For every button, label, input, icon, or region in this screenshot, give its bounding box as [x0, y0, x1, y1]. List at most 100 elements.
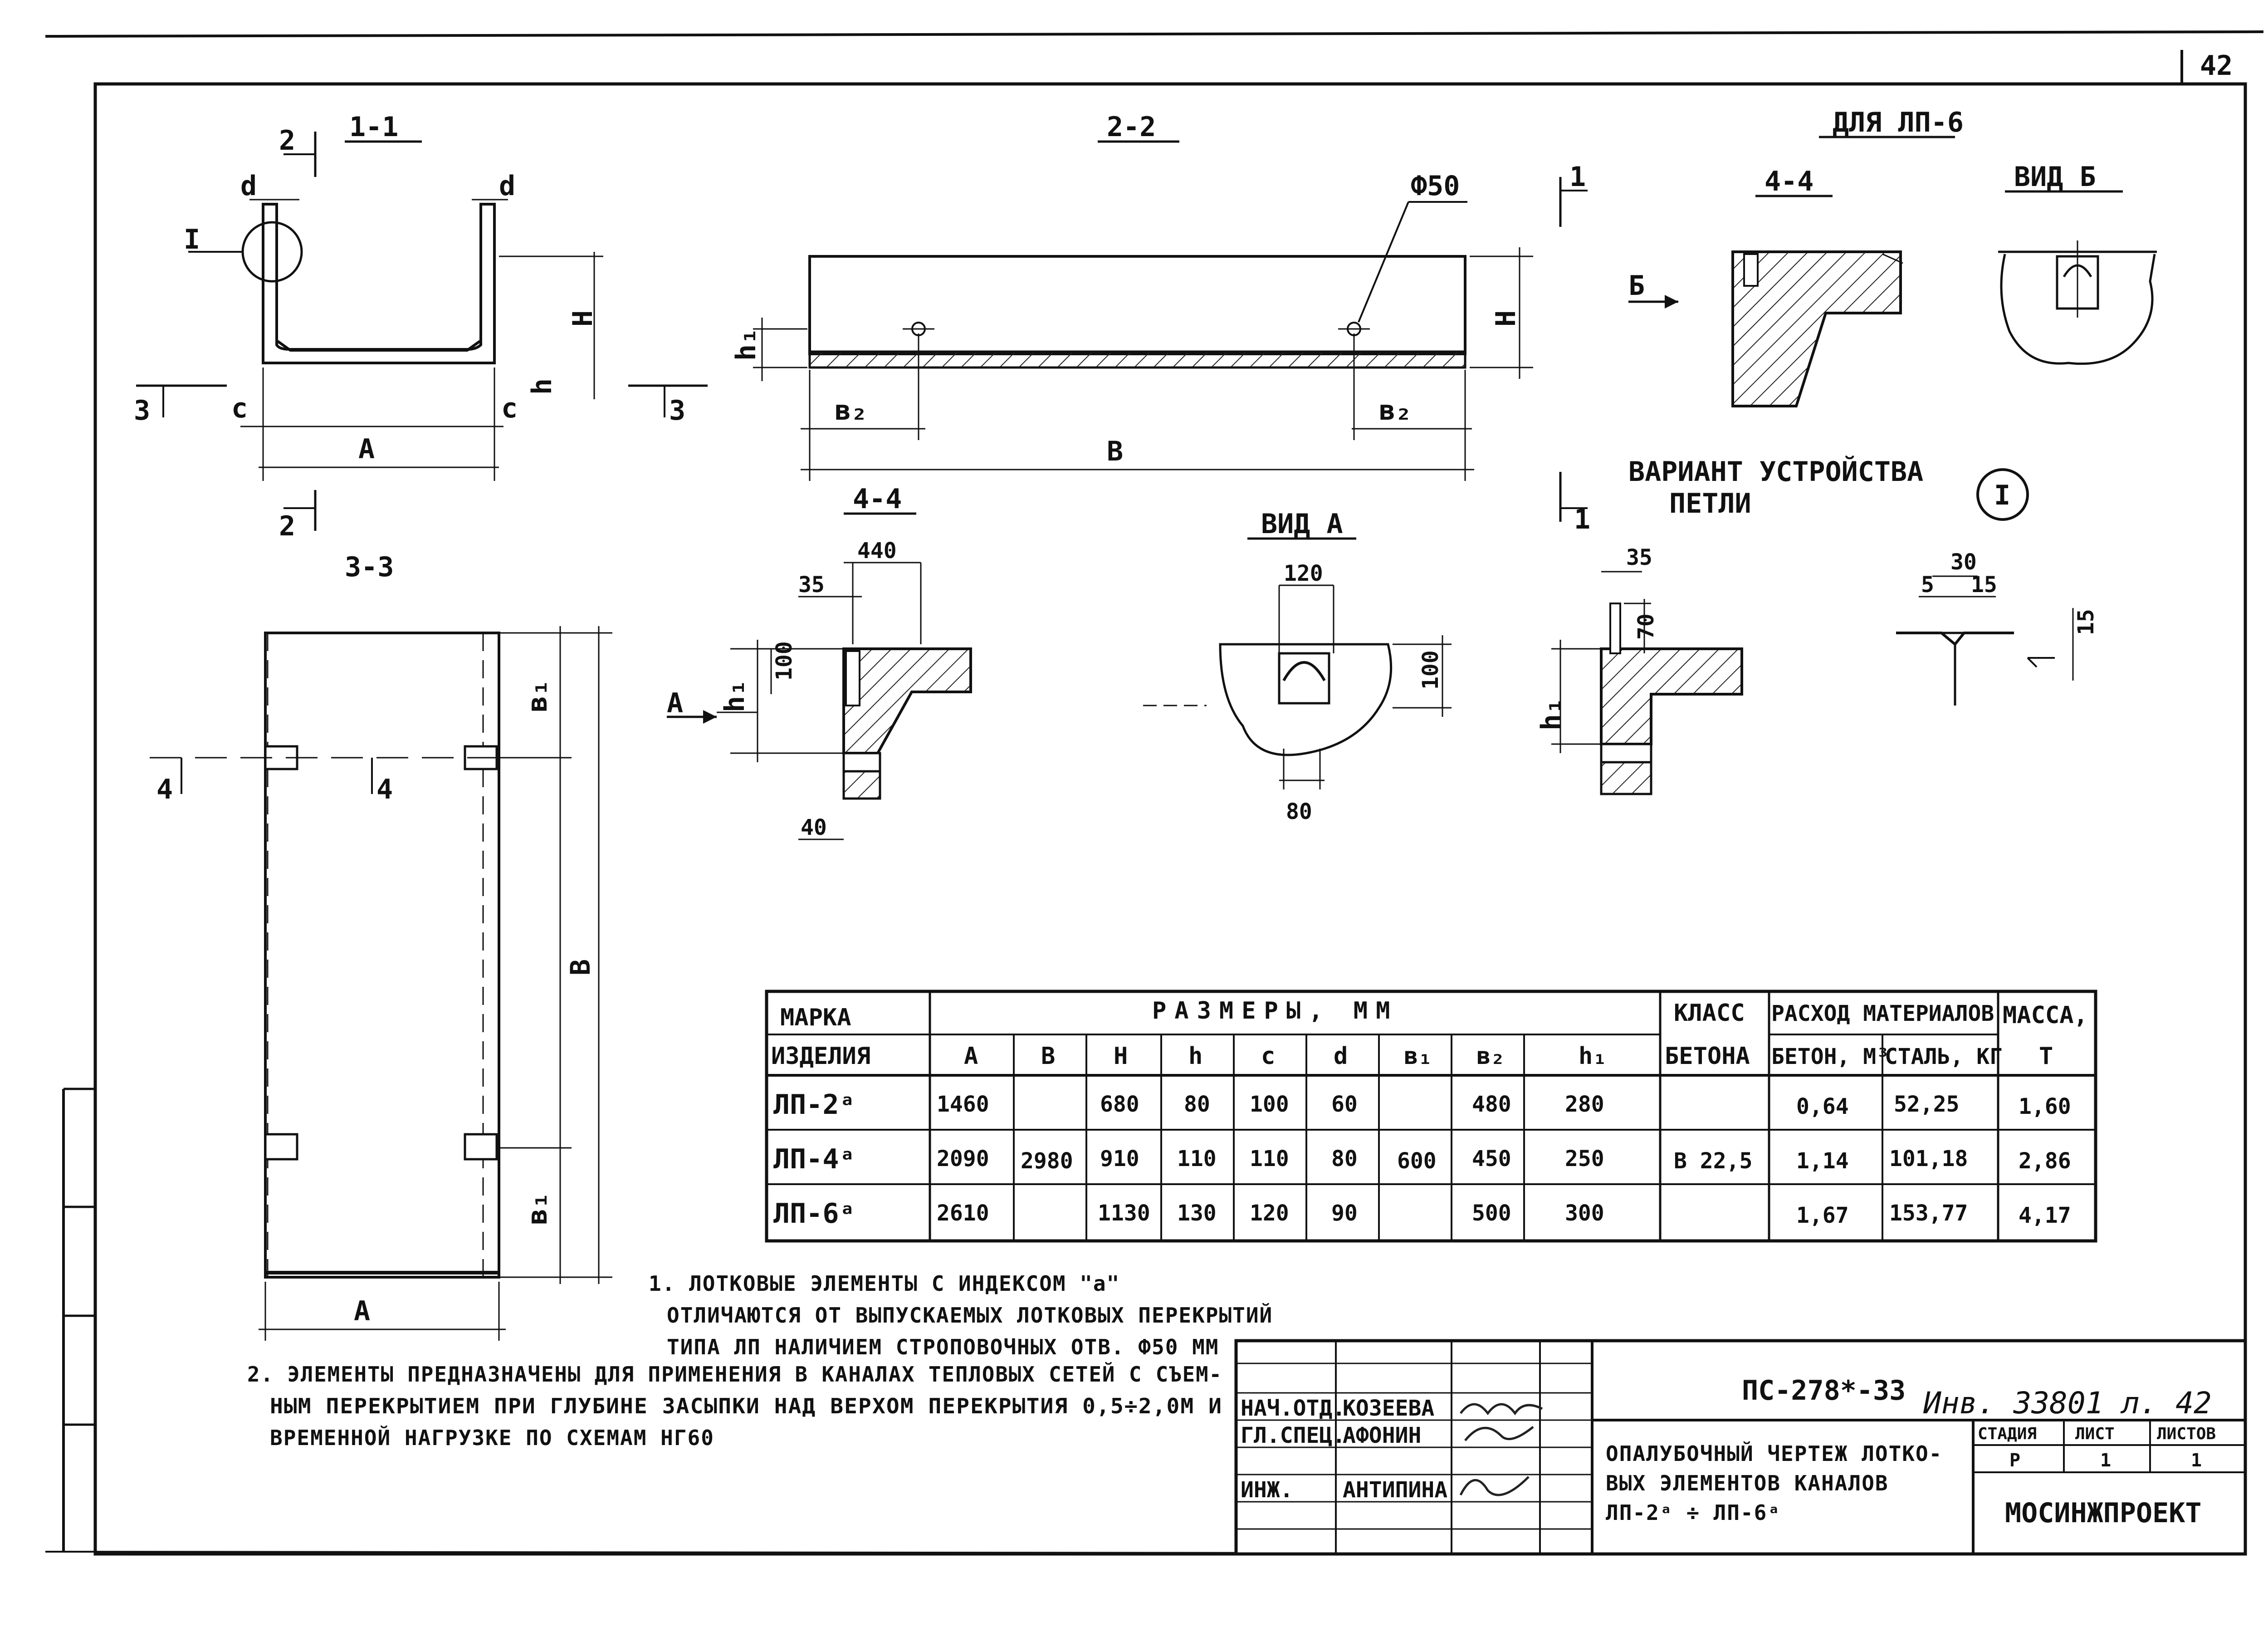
th-sizes: РАЗМЕРЫ, ММ — [1152, 997, 1398, 1024]
cell-h-3: 130 — [1177, 1201, 1217, 1226]
dim-b1-top: в₁ — [522, 680, 553, 712]
cut-1-bottom: 1 — [1574, 504, 1590, 535]
section-4-4: 4-4 h₁ 100 А 440 35 40 — [667, 483, 972, 840]
detail-i-mark: I — [1994, 480, 2010, 511]
th-b1: в₁ — [1404, 1043, 1432, 1070]
dim-30: 30 — [1950, 549, 1977, 575]
dim-d-left: d — [240, 170, 257, 202]
cell-c-2: 110 — [1250, 1146, 1289, 1171]
lp6-details: ДЛЯ ЛП-6 1 1 4-4 Б ВИД Б ВАРИАНТ УСТРОЙС… — [1559, 107, 2157, 535]
dim-15-top: 15 — [1971, 572, 1997, 598]
dim-c-left: c — [231, 392, 248, 424]
dim-b2-left: в₂ — [835, 395, 867, 426]
section-3-3-title: 3-3 — [345, 551, 394, 583]
note-1-line-2: ОТЛИЧАЮТСЯ ОТ ВЫПУСКАЕМЫХ ЛОТКОВЫХ ПЕРЕК… — [667, 1303, 1273, 1328]
cell-b1-shared: 600 — [1397, 1148, 1437, 1174]
dim-b1-bottom: в₁ — [522, 1192, 553, 1225]
doc-title-3: ЛП-2ᵃ ÷ ЛП-6ᵃ — [1606, 1500, 1781, 1525]
section-1-lp6: h₁ 35 70 — [1535, 545, 1743, 795]
section-1-1-title: 1-1 — [349, 111, 398, 143]
th-mark-1: МАРКА — [780, 1004, 851, 1031]
dim-h1-22: h₁ — [730, 328, 762, 361]
doc-code: ПС-278*-33 — [1742, 1375, 1906, 1406]
th-consumption: РАСХОД МАТЕРИАЛОВ — [1771, 1001, 1994, 1026]
variant-title-1: ВАРИАНТ УСТРОЙСТВА — [1628, 455, 1923, 488]
cell-d-2: 80 — [1331, 1146, 1358, 1171]
cut-4-mid: 4 — [376, 774, 393, 805]
organization: МОСИНЖПРОЕКТ — [2005, 1497, 2201, 1529]
dim-35-lp6: 35 — [1626, 545, 1652, 570]
dim-d-right: d — [499, 170, 515, 202]
cell-h1-2: 250 — [1565, 1146, 1604, 1171]
dim-A-top: A — [358, 433, 375, 465]
arrow-a-label: А — [667, 687, 683, 719]
cell-B-shared: 2980 — [1021, 1148, 1073, 1174]
cell-mass-2: 2,86 — [2019, 1148, 2071, 1174]
note-2-line-1: 2. ЭЛЕМЕНТЫ ПРЕДНАЗНАЧЕНЫ ДЛЯ ПРИМЕНЕНИЯ… — [247, 1362, 1222, 1387]
name-3: АНТИПИНА — [1343, 1477, 1447, 1503]
cell-steel-2: 101,18 — [1889, 1146, 1968, 1171]
page-number: 42 — [2200, 50, 2233, 82]
dim-A-33: A — [354, 1295, 370, 1327]
dim-80-va: 80 — [1286, 799, 1312, 824]
cell-steel-1: 52,25 — [1894, 1092, 1960, 1117]
dim-100-44: 100 — [772, 641, 797, 681]
cell-class-shared: В 22,5 — [1674, 1148, 1752, 1174]
th-h: h — [1188, 1043, 1202, 1070]
th-d: d — [1334, 1043, 1348, 1070]
dim-c-right: c — [501, 392, 518, 424]
for-lp6-title: ДЛЯ ЛП-6 — [1833, 107, 1964, 138]
role-3: ИНЖ. — [1241, 1477, 1293, 1503]
cut-2-top: 2 — [279, 125, 295, 157]
view-b-title: ВИД Б — [2014, 161, 2096, 193]
th-h1: h₁ — [1579, 1043, 1607, 1070]
th-class-1: КЛАСС — [1674, 1000, 1745, 1027]
cell-concrete-1: 0,64 — [1796, 1094, 1849, 1119]
role-1: НАЧ.ОТД. — [1241, 1396, 1345, 1421]
dim-15-right: 15 — [2073, 609, 2099, 635]
section-2-2: 2-2 Ф50 H h₁ в₂ в₂ B — [730, 111, 1533, 481]
cell-d-1: 60 — [1331, 1092, 1358, 1117]
dim-35-44: 35 — [798, 572, 825, 598]
th-concrete: БЕТОН, М³ — [1771, 1044, 1889, 1069]
cell-A-3: 2610 — [937, 1201, 989, 1226]
dim-100-va: 100 — [1418, 650, 1443, 690]
arrow-b: Б — [1628, 270, 1645, 302]
dim-70: 70 — [1633, 613, 1659, 640]
section-4-4-lp6-title: 4-4 — [1765, 166, 1813, 197]
th-c: c — [1261, 1043, 1275, 1070]
role-2: ГЛ.СПЕЦ. — [1241, 1423, 1345, 1448]
dim-h1-lp6: h₁ — [1535, 698, 1567, 730]
view-a: ВИД А 120 100 80 — [1143, 508, 1452, 824]
specification-table: МАРКА ИЗДЕЛИЯ РАЗМЕРЫ, ММ КЛАСС БЕТОНА Р… — [765, 990, 2097, 1243]
th-B: B — [1041, 1043, 1055, 1070]
cell-mass-3: 4,17 — [2019, 1203, 2071, 1228]
cell-mass-1: 1,60 — [2019, 1094, 2071, 1119]
doc-title-2: ВЫХ ЭЛЕМЕНТОВ КАНАЛОВ — [1606, 1471, 1889, 1495]
stage-label: СТАДИЯ — [1978, 1425, 2037, 1443]
cell-b2-3: 500 — [1472, 1201, 1511, 1226]
cell-h1-1: 280 — [1565, 1092, 1604, 1117]
stage-value: Р — [2009, 1450, 2020, 1471]
title-block: НАЧ.ОТД. КОЗЕЕВА ГЛ.СПЕЦ. АФОНИН ИНЖ. АН… — [1234, 1339, 2247, 1556]
cell-h-1: 80 — [1184, 1092, 1210, 1117]
th-b2: в₂ — [1476, 1043, 1505, 1070]
cell-H-3: 1130 — [1098, 1201, 1150, 1226]
variant-title-2: ПЕТЛИ — [1669, 488, 1751, 519]
section-2-2-title: 2-2 — [1107, 111, 1156, 143]
th-A: A — [964, 1043, 978, 1070]
dim-440: 440 — [857, 538, 897, 564]
dim-120: 120 — [1284, 561, 1323, 586]
cell-b2-2: 450 — [1472, 1146, 1511, 1171]
th-mass-2: Т — [2039, 1043, 2053, 1070]
th-mass-1: МАССА, — [2003, 1002, 2088, 1029]
archive-stamp: Инв. 33801 л. 42 — [1923, 1386, 2212, 1421]
cell-concrete-3: 1,67 — [1796, 1203, 1849, 1228]
note-1-line-3: ТИПА ЛП НАЛИЧИЕМ СТРОПОВОЧНЫХ ОТВ. Ф50 М… — [667, 1335, 1219, 1359]
sheets-label: ЛИСТОВ — [2157, 1425, 2216, 1443]
name-1: КОЗЕЕВА — [1343, 1396, 1434, 1421]
th-mark-2: ИЗДЕЛИЯ — [771, 1043, 870, 1070]
dim-5: 5 — [1921, 572, 1934, 598]
cut-1-top: 1 — [1569, 161, 1586, 193]
